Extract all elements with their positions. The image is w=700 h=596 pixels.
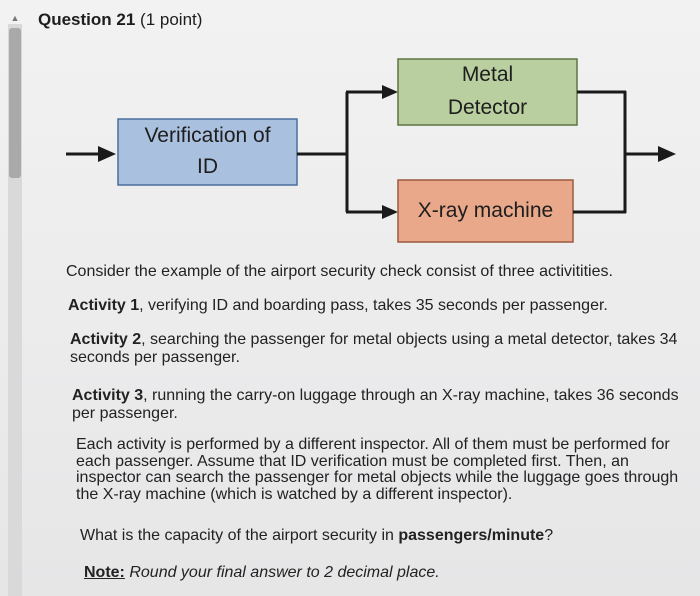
question-title: Question 21 bbox=[38, 10, 136, 29]
activity2-text: , searching the passenger for metal obje… bbox=[70, 331, 678, 366]
to-metal-detector-arrow-head bbox=[382, 85, 398, 99]
question-unit: passengers/minute bbox=[398, 527, 545, 544]
metal-detector-label-line1: Metal bbox=[461, 63, 514, 86]
verification-label-line2: ID bbox=[197, 155, 218, 178]
activity1-label: Activity 1 bbox=[68, 297, 140, 314]
question-prefix: What is the capacity of the airport secu… bbox=[80, 527, 399, 544]
activity3-paragraph: Activity 3, running the carry-on luggage… bbox=[72, 387, 692, 423]
xray-box bbox=[397, 179, 574, 243]
activity3-label: Activity 3 bbox=[72, 387, 144, 404]
description-paragraph: Each activity is performed by a differen… bbox=[76, 436, 688, 503]
intro-paragraph: Consider the example of the airport secu… bbox=[66, 263, 686, 281]
note-paragraph: Note: Round your final answer to 2 decim… bbox=[84, 564, 690, 582]
input-arrow-head bbox=[98, 146, 116, 162]
intro-text: Consider the example of the airport secu… bbox=[66, 263, 613, 280]
question-paragraph: What is the capacity of the airport secu… bbox=[80, 527, 690, 545]
metal-detector-box bbox=[397, 58, 578, 126]
verification-box-label: Verification of ID bbox=[118, 120, 297, 182]
note-label: Note: bbox=[84, 564, 125, 581]
note-text: Round your final answer to 2 decimal pla… bbox=[124, 564, 440, 581]
verification-box bbox=[117, 118, 298, 186]
question-header: Question 21 (1 point) bbox=[38, 10, 202, 30]
activity2-label: Activity 2 bbox=[70, 331, 142, 348]
activity2-paragraph: Activity 2, searching the passenger for … bbox=[70, 331, 690, 367]
scroll-up-arrow-icon[interactable]: ▲ bbox=[10, 13, 20, 23]
output-arrow-head bbox=[658, 146, 676, 162]
xray-label-text: X-ray machine bbox=[417, 199, 554, 222]
activity1-paragraph: Activity 1, verifying ID and boarding pa… bbox=[68, 297, 688, 315]
metal-detector-box-label: Metal Detector bbox=[398, 58, 577, 124]
xray-box-label: X-ray machine bbox=[398, 194, 573, 228]
question-points: (1 point) bbox=[140, 10, 203, 29]
activity1-text: , verifying ID and boarding pass, takes … bbox=[139, 297, 608, 314]
description-text: Each activity is performed by a differen… bbox=[76, 436, 679, 503]
verification-label-line1: Verification of bbox=[144, 124, 271, 147]
metal-detector-label-line2: Detector bbox=[447, 96, 528, 119]
to-xray-arrow-head bbox=[382, 205, 398, 219]
question-suffix: ? bbox=[544, 527, 554, 544]
scrollbar-thumb[interactable] bbox=[9, 28, 21, 178]
activity3-text: , running the carry-on luggage through a… bbox=[72, 387, 679, 422]
process-flow-diagram bbox=[66, 58, 676, 243]
